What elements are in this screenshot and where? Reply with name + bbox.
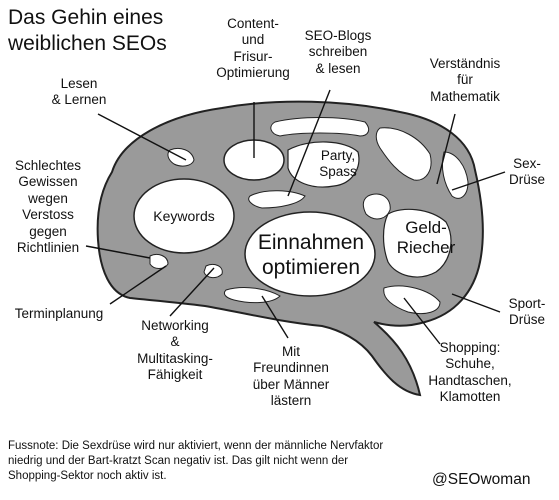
- party-lobe: [287, 141, 360, 188]
- diagram-title: Das Gehin eines weiblichen SEOs: [8, 6, 167, 56]
- label-shopping: Shopping: Schuhe, Handtaschen, Klamotten: [428, 340, 512, 405]
- label-keywords: Keywords: [153, 208, 215, 224]
- label-seo-blogs: SEO-Blogs schreiben & lesen: [304, 28, 372, 76]
- label-networking: Networking & Multitasking- Fähigkeit: [137, 318, 213, 383]
- label-party: Party, Spass: [319, 148, 357, 180]
- credit: @SEOwoman: [432, 471, 531, 488]
- label-einnahmen: Einnahmen optimieren: [257, 231, 365, 280]
- lower-strip: [223, 287, 281, 304]
- left-lower-lobe: [149, 253, 169, 269]
- upper-strip: [270, 117, 370, 137]
- einnahmen-lobe: [244, 211, 376, 297]
- label-content: Content- und Frisur- Optimierung: [216, 16, 290, 81]
- label-terminplanung: Terminplanung: [14, 306, 104, 321]
- right-mid-lobe: [362, 193, 391, 220]
- mid-strip: [248, 190, 306, 209]
- label-geld: Geld- Riecher: [396, 218, 456, 258]
- keywords-lobe: [133, 178, 235, 254]
- label-schlechtes: Schlechtes Gewissen wegen Verstoss gegen…: [14, 158, 82, 256]
- label-lesen: Lesen & Lernen: [51, 76, 107, 108]
- geld-lobe: [382, 208, 452, 278]
- lower-right-lobe: [383, 285, 441, 315]
- label-sex: Sex- Drüse: [508, 156, 545, 188]
- pointer-lines: [85, 89, 506, 345]
- footnote: Fussnote: Die Sexdrüse wird nur aktivier…: [8, 440, 384, 482]
- right-upper-lobe: [375, 127, 432, 181]
- label-verstaendnis: Verständnis für Mathematik: [429, 56, 501, 104]
- label-freundinnen: Mit Freundinnen über Männer lästern: [252, 344, 330, 409]
- label-sport: Sport- Drüse: [508, 296, 546, 328]
